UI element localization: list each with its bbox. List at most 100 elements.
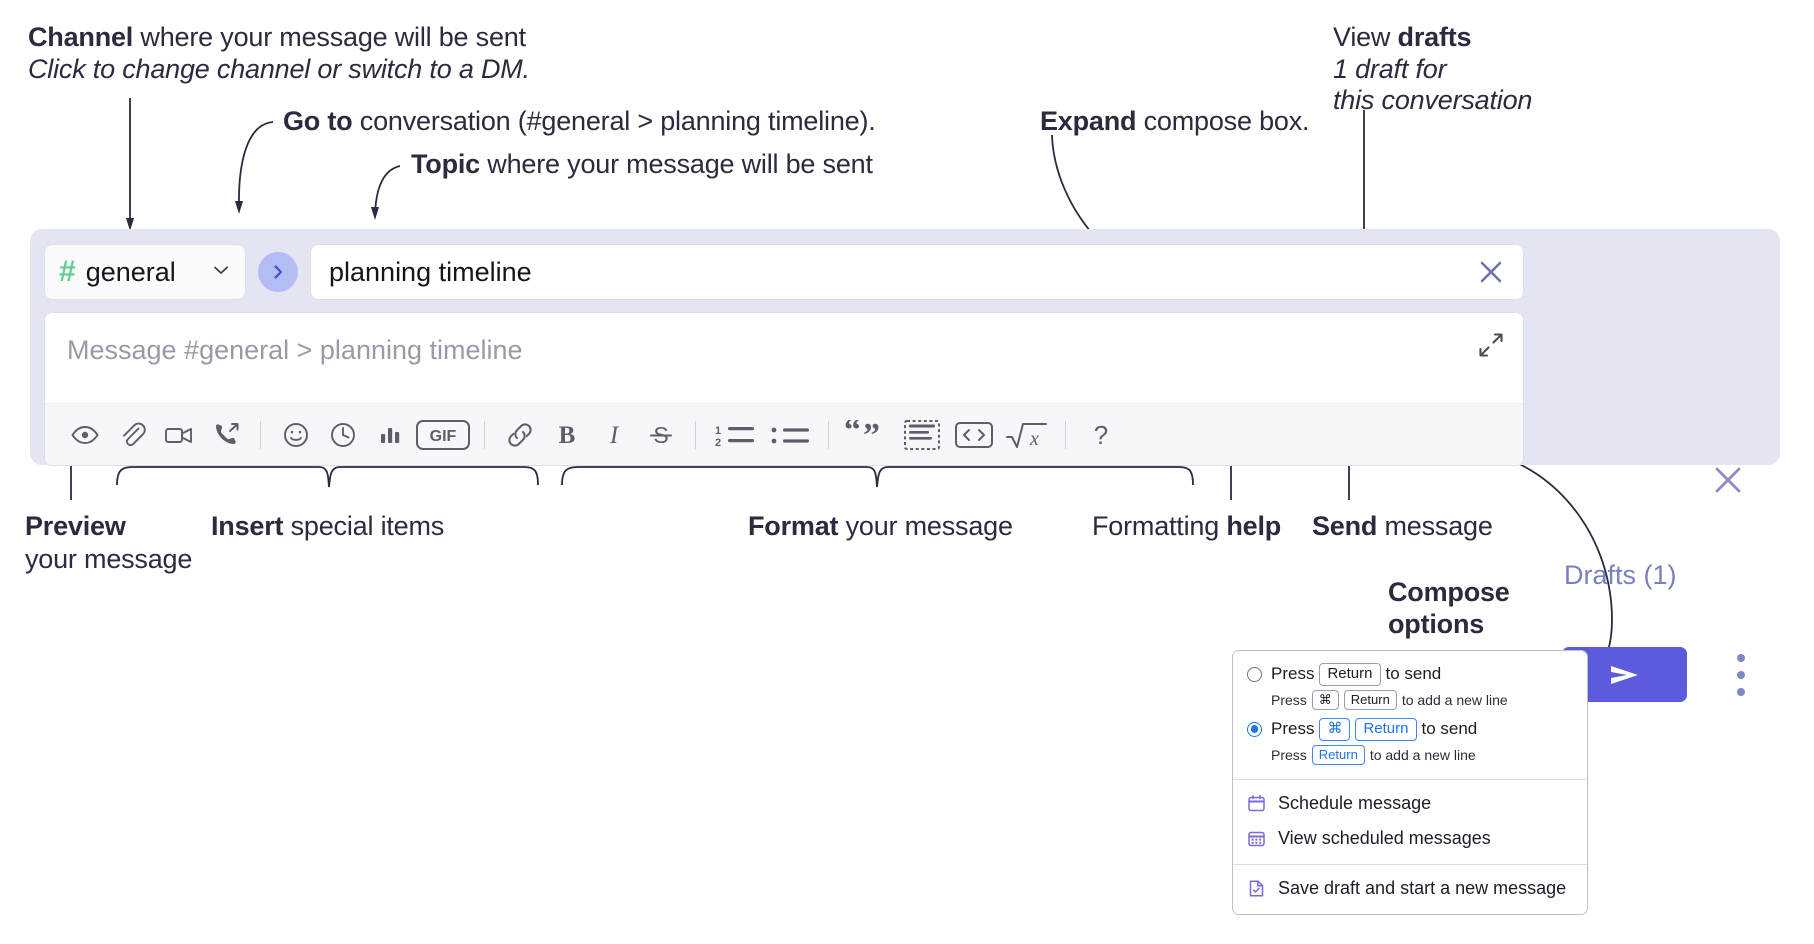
topic-value: planning timeline — [329, 256, 532, 287]
annotation-insert: Insert special items — [211, 511, 444, 543]
svg-text:”: ” — [863, 420, 880, 450]
code-icon[interactable] — [948, 411, 1000, 458]
svg-text:2: 2 — [715, 437, 721, 449]
toolbar-separator — [484, 420, 485, 449]
svg-text:“: “ — [844, 420, 861, 449]
paper-plane-icon — [1610, 665, 1638, 684]
annotation-channel-sub: Click to change channel or switch to a D… — [28, 54, 530, 84]
radio-cmd-return[interactable] — [1247, 721, 1262, 737]
kebab-dot — [1737, 688, 1745, 696]
calendar-grid-icon — [1247, 829, 1266, 848]
sub-rest-text: to add a new line — [1369, 746, 1476, 763]
menu-divider — [1233, 864, 1587, 865]
kebab-dot — [1737, 671, 1745, 679]
italic-icon[interactable]: I — [590, 411, 637, 458]
help-label: ? — [1093, 420, 1107, 450]
send-option-return[interactable]: Press Return to send — [1233, 661, 1587, 688]
send-option-cmd-return-sub: Press Return to add a new line — [1233, 743, 1587, 771]
gif-icon[interactable]: GIF — [413, 411, 473, 458]
key-return: Return — [1319, 663, 1381, 686]
annotation-preview-line2: your message — [25, 544, 193, 574]
topic-field[interactable]: planning timeline — [310, 244, 1524, 300]
bar-chart-icon[interactable] — [366, 411, 413, 458]
svg-text:x: x — [1029, 428, 1039, 450]
sub-rest-text: to add a new line — [1401, 691, 1508, 708]
annotation-send-bold: Send — [1312, 511, 1378, 541]
annotation-expand: Expand compose box. — [1040, 106, 1310, 138]
italic-label: I — [608, 422, 619, 449]
annotation-goto-rest: conversation (#general > planning timeli… — [352, 106, 876, 136]
compose-options-menu: Press Return to send Press ⌘ Return to a… — [1232, 650, 1588, 915]
compose-options-button[interactable] — [1730, 654, 1752, 696]
annotation-insert-bold: Insert — [211, 511, 284, 541]
press-text: Press — [1271, 719, 1315, 739]
preview-icon[interactable] — [61, 411, 108, 458]
drafts-link[interactable]: Drafts (1) — [1564, 560, 1677, 590]
help-icon[interactable]: ? — [1077, 411, 1124, 458]
save-draft-icon — [1247, 879, 1266, 898]
annotation-topic-rest: where your message will be sent — [480, 149, 873, 179]
annotation-goto: Go to conversation (#general > planning … — [283, 106, 876, 138]
annotation-format: Format your message — [748, 511, 1013, 543]
menu-item-label: Save draft and start a new message — [1278, 878, 1567, 898]
toolbar-separator — [260, 420, 261, 449]
annotation-help: Formatting help — [1092, 511, 1281, 543]
toolbar-separator — [1065, 420, 1066, 449]
message-input-box[interactable]: Message #general > planning timeline — [44, 312, 1524, 466]
bold-label: B — [558, 422, 575, 449]
attachment-icon[interactable] — [108, 411, 155, 458]
goto-conversation-button[interactable] — [258, 252, 298, 292]
annotation-preview-line1: Preview — [25, 511, 126, 543]
gif-label: GIF — [430, 428, 457, 445]
radio-return[interactable] — [1247, 666, 1262, 682]
compose-header-row: # general planning timeline — [44, 244, 1524, 300]
close-icon[interactable] — [1475, 256, 1507, 288]
annotation-drafts-line2: 1 draft for — [1333, 54, 1447, 84]
press-text: Press — [1271, 664, 1315, 684]
menu-item-label: Schedule message — [1278, 793, 1432, 813]
clock-icon[interactable] — [319, 411, 366, 458]
annotation-preview-bold: Preview — [25, 511, 126, 541]
toolbar-separator — [695, 420, 696, 449]
channel-name-label: general — [85, 256, 176, 287]
emoji-icon[interactable] — [272, 411, 319, 458]
math-icon[interactable]: x — [1000, 411, 1054, 458]
calendar-icon — [1247, 794, 1266, 813]
send-option-cmd-return[interactable]: Press ⌘ Return to send — [1233, 716, 1587, 743]
channel-selector[interactable]: # general — [44, 244, 246, 300]
sub-press-text: Press — [1271, 691, 1307, 708]
video-camera-icon[interactable] — [155, 411, 202, 458]
menu-item-schedule-message[interactable]: Schedule message — [1233, 786, 1587, 821]
annotation-help-bold: help — [1226, 511, 1282, 541]
annotation-drafts-rest: View — [1333, 22, 1398, 52]
annotation-expand-bold: Expand — [1040, 106, 1137, 136]
menu-item-label: View scheduled messages — [1278, 828, 1491, 848]
strikethrough-icon[interactable]: S — [637, 411, 684, 458]
kebab-dot — [1737, 654, 1745, 662]
annotation-drafts-line3: this conversation — [1333, 85, 1533, 115]
bold-icon[interactable]: B — [543, 411, 590, 458]
annotation-channel-rest: where your message will be sent — [133, 22, 526, 52]
message-placeholder: Message #general > planning timeline — [67, 335, 523, 365]
phone-forward-icon[interactable] — [202, 411, 249, 458]
compose-panel: # general planning timeline Message #gen… — [30, 229, 1780, 702]
send-option-return-label: Press Return to send — [1271, 663, 1441, 686]
blockquote-icon[interactable]: “” — [840, 411, 896, 458]
expand-diagonal-icon[interactable] — [1477, 331, 1505, 364]
annotation-format-rest: your message — [838, 511, 1013, 541]
key-return: Return — [1343, 689, 1397, 710]
close-icon[interactable] — [1711, 463, 1745, 502]
menu-item-save-draft[interactable]: Save draft and start a new message — [1233, 871, 1587, 906]
menu-item-view-scheduled[interactable]: View scheduled messages — [1233, 821, 1587, 856]
hash-icon: # — [59, 255, 76, 288]
menu-divider — [1233, 779, 1587, 780]
annotation-topic-bold: Topic — [411, 149, 480, 179]
bulleted-list-icon[interactable] — [762, 411, 817, 458]
annotation-compose-options-line1: Compose — [1388, 577, 1510, 607]
code-block-icon[interactable] — [896, 411, 948, 458]
annotation-help-rest: Formatting — [1092, 511, 1227, 541]
annotation-send-rest: message — [1377, 511, 1493, 541]
link-icon[interactable] — [496, 411, 543, 458]
